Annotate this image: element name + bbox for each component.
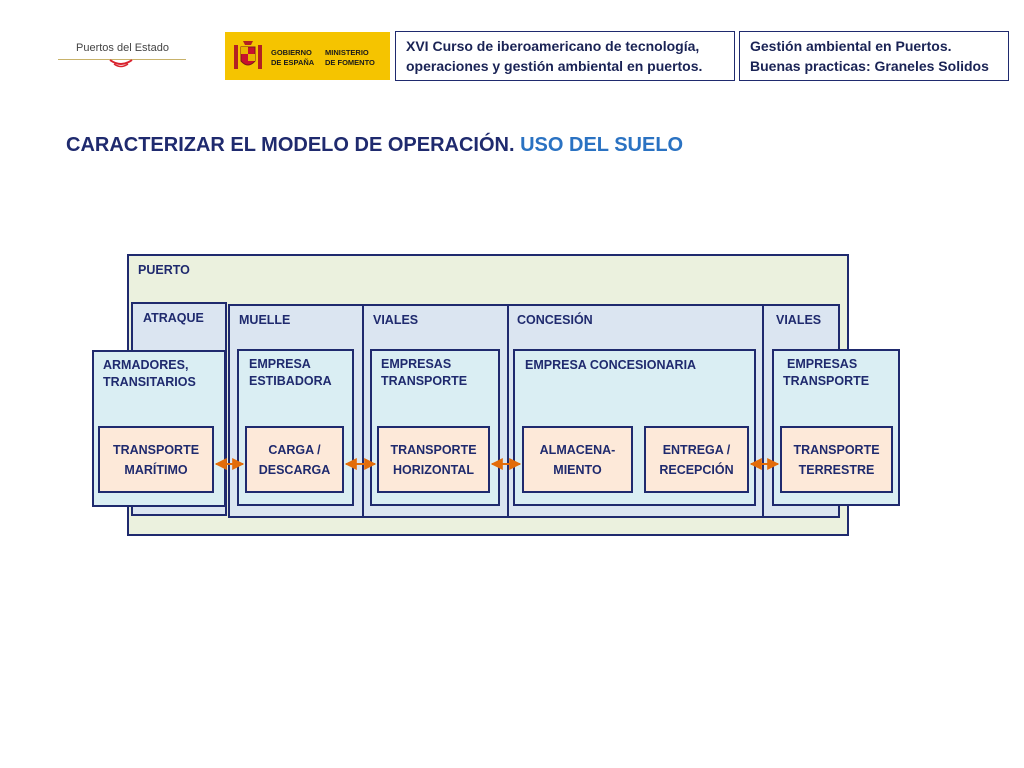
entity-armadores-label: ARMADORES, TRANSITARIOS [103, 358, 196, 389]
gobierno-text: GOBIERNO DE ESPAÑA [271, 48, 315, 67]
puertos-del-estado-logo: Puertos del Estado [76, 42, 169, 54]
zone-viales-2-label: VIALES [776, 313, 822, 327]
ministerio-text: MINISTERIO DE FOMENTO [325, 48, 375, 67]
page-title-sub: USO DEL SUELO [520, 134, 684, 156]
entity-estibadora-label: EMPRESA ESTIBADORA [249, 357, 332, 388]
course-title-box: XVI Curso de iberoamericano de tecnologí… [395, 31, 735, 81]
puerto-label: PUERTO [138, 263, 190, 277]
gobierno-logo: GOBIERNO DE ESPAÑA MINISTERIO DE FOMENTO [225, 32, 390, 80]
entity-transporte-2-label: EMPRESAS TRANSPORTE [783, 357, 870, 388]
op-entrega-recepcion: ENTREGA / RECEPCIÓN [644, 426, 749, 493]
op-carga-descarga: CARGA / DESCARGA [245, 426, 344, 493]
op-almacenamiento: ALMACENA- MIENTO [522, 426, 633, 493]
coat-of-arms-icon [234, 41, 262, 69]
entity-concesionaria-label: EMPRESA CONCESIONARIA [525, 358, 697, 372]
op-transporte-horizontal: TRANSPORTE HORIZONTAL [377, 426, 490, 493]
logo-underline [58, 59, 186, 60]
op-transporte-maritimo: TRANSPORTE MARÍTIMO [98, 426, 214, 493]
zone-viales-1-label: VIALES [373, 313, 419, 327]
puertos-logo-mark-icon [109, 59, 133, 68]
topic-title-box: Gestión ambiental en Puertos. Buenas pra… [739, 31, 1009, 81]
zone-concesion-label: CONCESIÓN [517, 313, 593, 327]
zone-muelle-label: MUELLE [239, 313, 291, 327]
zone-atraque-label: ATRAQUE [143, 311, 204, 325]
page-title-main: CARACTERIZAR EL MODELO DE OPERACIÓN. [66, 134, 515, 156]
page-title: CARACTERIZAR EL MODELO DE OPERACIÓN. USO… [66, 134, 683, 157]
entity-transporte-1-label: EMPRESAS TRANSPORTE [381, 357, 468, 388]
op-transporte-terrestre: TRANSPORTE TERRESTRE [780, 426, 893, 493]
